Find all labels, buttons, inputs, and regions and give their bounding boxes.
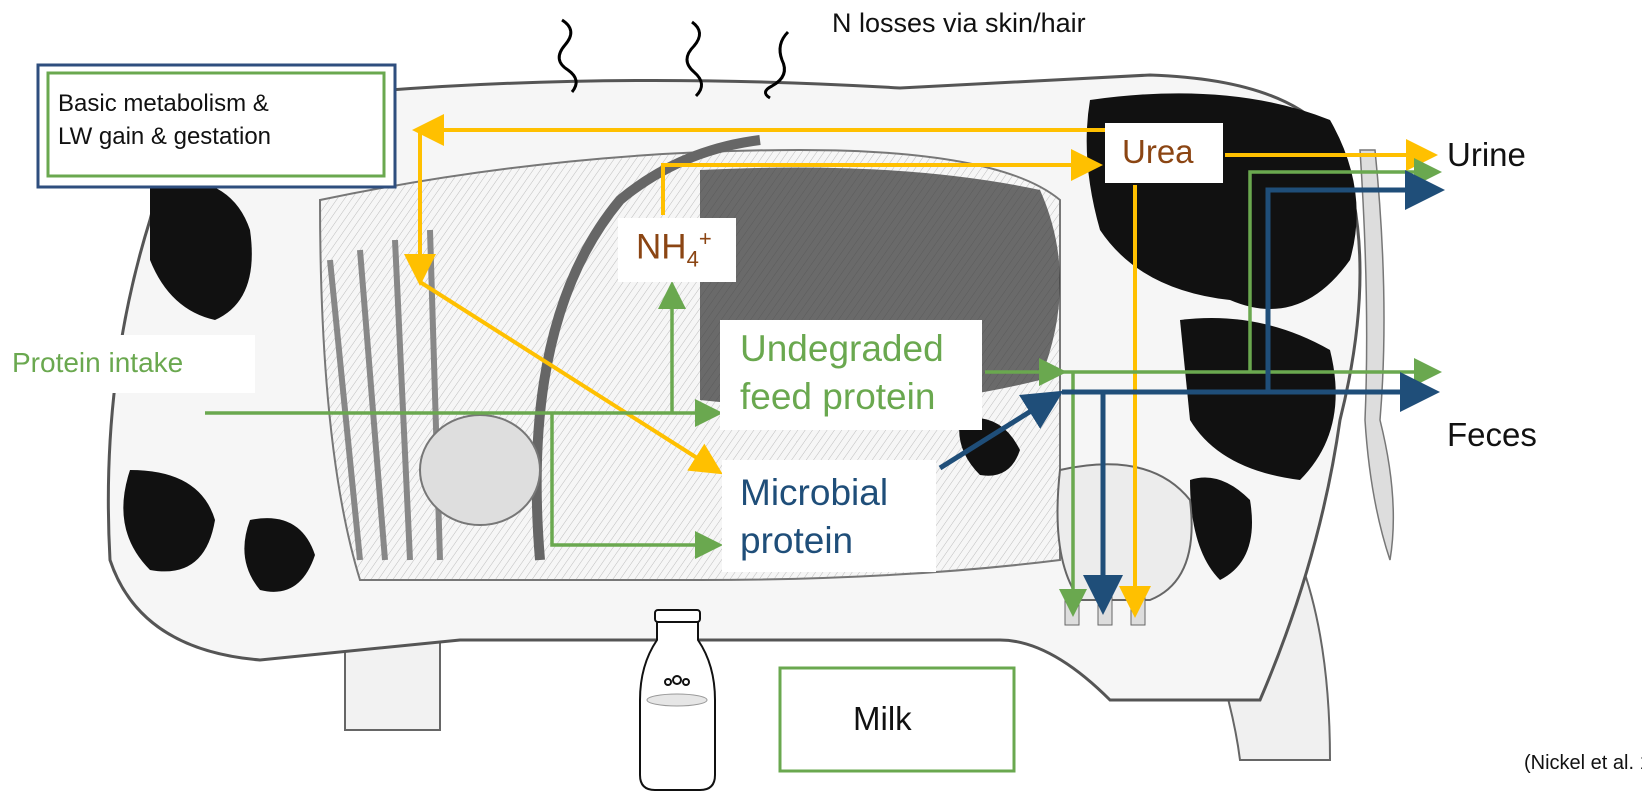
abdomen-organ [420,415,540,525]
urea-label: Urea [1122,133,1194,171]
nh4-label: NH4+ [636,226,712,273]
microbial-label-line1: Microbial [740,472,888,514]
milk-label: Milk [853,700,912,738]
tail [1360,150,1393,560]
basic-metabolism-label-line2: LW gain & gestation [58,123,271,151]
udder [1058,464,1192,600]
urine-label: Urine [1447,136,1526,174]
undegraded-label-line1: Undegraded [740,328,944,370]
basic-metabolism-label-line1: Basic metabolism & [58,90,269,118]
protein-intake-label: Protein intake [12,347,183,379]
nh4-superscript: + [699,226,712,251]
undegraded-label-line2: feed protein [740,376,935,418]
citation-label: (Nickel et al. 19 [1524,752,1642,775]
nh4-subscript: 4 [687,247,699,272]
microbial-label-line2: protein [740,520,853,562]
skin-losses-label: N losses via skin/hair [832,8,1086,39]
nh4-base: NH [636,228,687,267]
feces-label: Feces [1447,416,1537,454]
